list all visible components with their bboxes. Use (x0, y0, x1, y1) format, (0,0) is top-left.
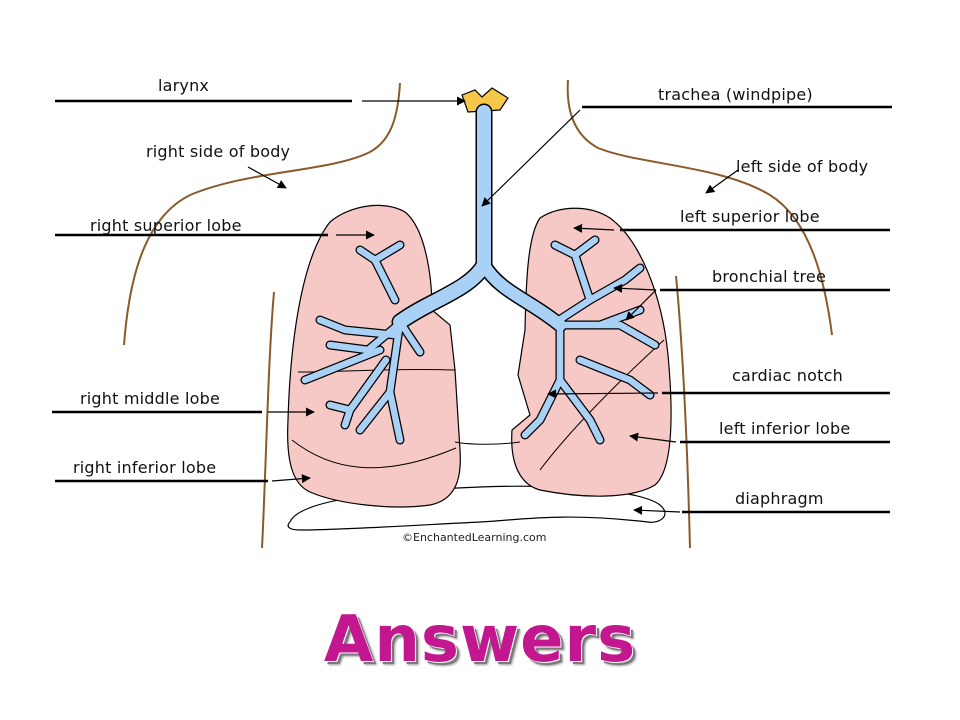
left-lung (511, 207, 672, 497)
label-larynx: larynx (158, 76, 210, 95)
body-outline (123, 79, 833, 549)
label-right-side-of-body: right side of body (146, 142, 291, 161)
copyright-text: ©EnchantedLearning.com (402, 531, 547, 544)
label-left-superior-lobe: left superior lobe (680, 207, 820, 226)
label-left-inferior-lobe: left inferior lobe (719, 419, 851, 438)
label-right-superior-lobe: right superior lobe (90, 216, 242, 235)
pointer-arrows (247, 96, 739, 515)
label-right-middle-lobe: right middle lobe (80, 389, 221, 408)
label-diaphragm: diaphragm (735, 489, 824, 508)
label-left-side-of-body: left side of body (736, 157, 869, 176)
label-trachea: trachea (windpipe) (658, 85, 813, 104)
label-cardiac-notch: cardiac notch (732, 366, 843, 385)
bronchial-tree (300, 103, 660, 445)
label-bronchial-tree: bronchial tree (712, 267, 827, 286)
label-right-inferior-lobe: right inferior lobe (73, 458, 217, 477)
answers-title: Answers (323, 603, 637, 677)
leader-lines (52, 99, 892, 514)
